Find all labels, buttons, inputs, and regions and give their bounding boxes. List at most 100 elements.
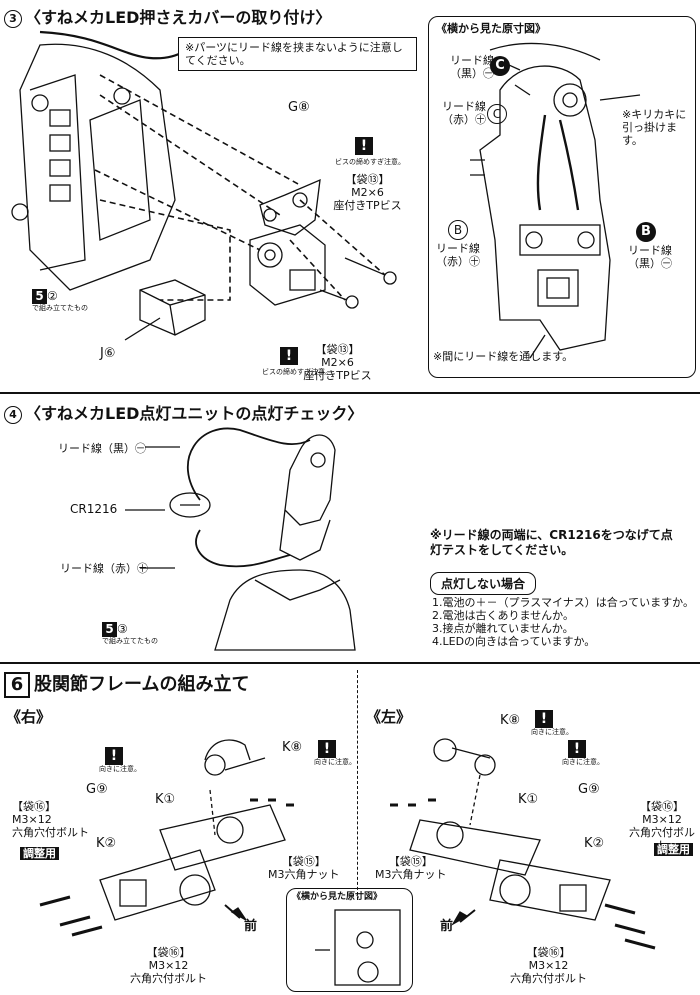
section3-step-number: 3 bbox=[4, 9, 22, 28]
ref-text: で組み立てたもの bbox=[102, 637, 158, 645]
bag13-size-2: M2×6 bbox=[321, 356, 354, 369]
bolt-size: M3×12 bbox=[528, 959, 569, 972]
left-k2-label: K② bbox=[584, 836, 605, 851]
right-k2-label: K② bbox=[96, 836, 117, 851]
right-front-label: 前 bbox=[244, 919, 258, 934]
ref-step-number: 5 bbox=[102, 622, 117, 637]
divider bbox=[0, 392, 700, 394]
right-bag16-top: 【袋⑯】 M3×12 六角穴付ボルト bbox=[12, 800, 89, 839]
warning-icon: ! bbox=[568, 740, 586, 758]
orient-note-right-k8: 向きに注意。 bbox=[314, 758, 356, 766]
section6-title: 股関節フレームの組み立て bbox=[34, 674, 250, 695]
right-adjust-badge: 調整用 bbox=[20, 847, 59, 860]
section3-heading: 3〈すねメカLED押さえカバーの取り付け〉 bbox=[4, 4, 331, 28]
side-view-illustration bbox=[470, 42, 641, 359]
right-bag16-bottom: 【袋⑯】 M3×12 六角穴付ボルト bbox=[130, 946, 207, 985]
bottom-note: ※間にリード線を通します。 bbox=[433, 350, 574, 363]
warning-icon: ! bbox=[280, 347, 298, 365]
section6-step-number: 6 bbox=[4, 672, 30, 698]
vertical-divider bbox=[357, 670, 359, 900]
hip-side-view-illustration bbox=[315, 909, 401, 986]
bag13-type-2: 座付きTPビス bbox=[303, 369, 372, 382]
warning-icon: ! bbox=[318, 740, 336, 758]
part-g8-label: G⑧ bbox=[288, 100, 310, 115]
part-j6-label: J⑥ bbox=[100, 346, 116, 361]
warning-icon: ! bbox=[535, 710, 553, 728]
bag13-type-1: 座付きTPビス bbox=[333, 199, 402, 212]
led-holder-illustration bbox=[249, 224, 326, 306]
left-bag15: 【袋⑮】 M3六角ナット bbox=[375, 855, 447, 881]
orient-caution-left: ! 向きに注意。 bbox=[562, 738, 604, 766]
nut-type: M3六角ナット bbox=[268, 868, 340, 881]
part-j6-illustration bbox=[139, 279, 206, 336]
bag16-label: 【袋⑯】 bbox=[640, 800, 684, 813]
screw-caution-icon-1: ! bbox=[355, 135, 373, 155]
right-label: 《右》 bbox=[6, 708, 52, 726]
trouble-list: 1.電池の＋－（プラスマイナス）は合っていますか。 2.電池は古くありませんか。… bbox=[432, 596, 694, 648]
lead-black-top-label: リード線（黒）㊀ bbox=[450, 54, 494, 80]
left-adjust-badge: 調整用 bbox=[654, 843, 693, 856]
lead-black-label: リード線（黒）㊀ bbox=[58, 442, 146, 455]
label-b-right: B bbox=[636, 222, 656, 242]
warning-icon: ! bbox=[105, 747, 123, 765]
left-bag16-bottom: 【袋⑯】 M3×12 六角穴付ボルト bbox=[510, 946, 587, 985]
ref-step-number: 5 bbox=[32, 289, 47, 304]
ref-substep: ② bbox=[47, 289, 58, 303]
bolt-size: M3×12 bbox=[12, 813, 52, 826]
right-g9-label: G⑨ bbox=[86, 782, 108, 797]
left-g9-label: G⑨ bbox=[578, 782, 600, 797]
label-c-outline: C bbox=[487, 104, 507, 124]
orient-caution-left-k8: ! 向きに注意。 bbox=[531, 708, 573, 736]
bag16-label: 【袋⑯】 bbox=[146, 946, 191, 959]
orient-caution-right-k8: ! 向きに注意。 bbox=[314, 738, 356, 766]
screw-caution-icon-2: ! bbox=[280, 345, 298, 365]
lead-red-top-label: リード線（赤）㊉ bbox=[442, 100, 486, 126]
bolt-type: 六角穴付ボルト bbox=[130, 972, 207, 985]
right-bag15: 【袋⑮】 M3六角ナット bbox=[268, 855, 340, 881]
orient-note-left: 向きに注意。 bbox=[562, 758, 604, 766]
bolt-type: 六角穴付ボルト bbox=[510, 972, 587, 985]
left-k1-label: K① bbox=[518, 792, 539, 807]
ref-text: で組み立てたもの bbox=[32, 304, 88, 312]
section4-step-number: 4 bbox=[4, 405, 22, 424]
kirikaki-note: ※キリカキに引っ掛けます。 bbox=[622, 108, 687, 147]
bag16-label: 【袋⑯】 bbox=[526, 946, 571, 959]
left-front-label: 前 bbox=[440, 919, 454, 934]
warning-icon: ! bbox=[355, 137, 373, 155]
orient-note-left-k8: 向きに注意。 bbox=[531, 728, 573, 736]
trouble-item: 2.電池は古くありませんか。 bbox=[432, 609, 574, 622]
label-c-filled: C bbox=[490, 56, 510, 76]
right-k8-label: K⑧ bbox=[282, 740, 303, 755]
battery-label: CR1216 bbox=[70, 502, 118, 516]
nut-type: M3六角ナット bbox=[375, 868, 447, 881]
ref-substep: ③ bbox=[117, 622, 128, 636]
section3-caution-note: ※パーツにリード線を挟まないように注意してください。 bbox=[178, 37, 417, 71]
bag13-spec-2: 【袋⑬】 M2×6 座付きTPビス bbox=[300, 343, 375, 382]
bag15-label: 【袋⑮】 bbox=[388, 855, 433, 868]
orient-caution-right: ! 向きに注意。 bbox=[99, 745, 141, 773]
bag13-size-1: M2×6 bbox=[351, 186, 384, 199]
trouble-item: 1.電池の＋－（プラスマイナス）は合っていますか。 bbox=[432, 596, 694, 609]
cover-part-g8-illustration bbox=[259, 178, 321, 236]
trouble-item: 3.接点が離れていませんか。 bbox=[432, 622, 574, 635]
left-label: 《左》 bbox=[366, 708, 412, 726]
bag13-spec-1: 【袋⑬】 M2×6 座付きTPビス bbox=[330, 173, 405, 212]
bolt-size: M3×12 bbox=[642, 813, 682, 826]
orient-note-right: 向きに注意。 bbox=[99, 765, 141, 773]
led-unit-illustration bbox=[125, 427, 356, 651]
bolt-type: 六角穴付ボルト bbox=[12, 826, 89, 839]
lead-red-label: リード線（赤）㊉ bbox=[60, 562, 148, 575]
label-b-left: B bbox=[448, 220, 468, 240]
left-k8-label: K⑧ bbox=[500, 713, 521, 728]
trouble-title: 点灯しない場合 bbox=[430, 572, 537, 595]
right-k1-label: K① bbox=[155, 792, 176, 807]
screw-illustration-1 bbox=[344, 257, 397, 285]
section4-heading: 4〈すねメカLED点灯ユニットの点灯チェック〉 bbox=[4, 400, 363, 424]
shin-mech-illustration bbox=[11, 30, 201, 291]
divider bbox=[0, 662, 700, 664]
trouble-item: 4.LEDの向きは合っていますか。 bbox=[432, 635, 596, 648]
